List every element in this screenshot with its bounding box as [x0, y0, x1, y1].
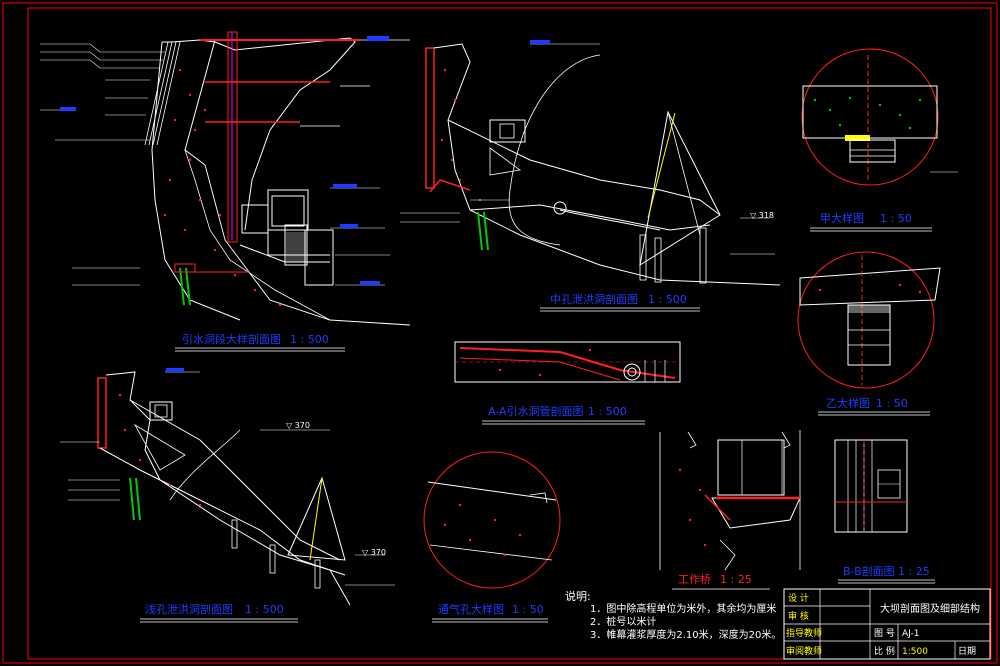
- notes: 说明: 1．图中除高程单位为米外，其余均为厘米 2．桩号以米计 3．帷幕灌浆厚度…: [565, 589, 781, 641]
- scale-section-bb: 1 : 25: [898, 565, 930, 578]
- title-section-shallow: 浅孔泄洪洞剖面图: [145, 602, 233, 616]
- inner-border: [27, 7, 992, 660]
- title-detail-yi: 乙大样图: [826, 396, 870, 410]
- tb-label-date: 日期: [958, 646, 976, 657]
- notes-heading: 说明:: [565, 589, 591, 603]
- detail-vent: [423, 451, 561, 589]
- title-detail-jia: 甲大样图: [820, 211, 864, 225]
- scale-section-diversion: 1 : 500: [290, 333, 329, 346]
- section-diversion: [40, 31, 411, 326]
- section-bb: [834, 439, 908, 533]
- section-aa: [454, 341, 681, 383]
- elevation-318: ▽ 318: [750, 211, 774, 220]
- elevation-370-a: ▽ 370: [286, 421, 310, 430]
- scale-detail-vent: 1 : 50: [512, 603, 544, 616]
- elevation-370-b: ▽ 370: [362, 548, 386, 557]
- tb-scale: 1:500: [902, 647, 928, 657]
- detail-bridge: [659, 430, 801, 571]
- scale-section-middle: 1 : 500: [648, 293, 687, 306]
- title-block: [783, 588, 991, 660]
- tb-drawing-name: 大坝剖面图及细部结构: [880, 602, 980, 615]
- tb-label-scale: 比 例: [874, 645, 895, 657]
- title-detail-vent: 通气孔大样图: [438, 602, 504, 616]
- title-detail-bridge: 工作桥: [678, 573, 711, 586]
- detail-jia: [801, 48, 958, 186]
- scale-section-aa: 1 : 500: [588, 405, 627, 418]
- title-section-bb: B-B剖面图: [843, 564, 895, 578]
- scale-section-shallow: 1 : 500: [245, 603, 284, 616]
- section-middle: [400, 40, 781, 286]
- note-item-2: 2．桩号以米计: [590, 615, 656, 628]
- tb-label-sheet: 图 号: [874, 628, 895, 639]
- detail-yi: [797, 251, 941, 389]
- scale-detail-yi: 1 : 50: [876, 397, 908, 410]
- tb-label-check: 审 核: [788, 610, 809, 622]
- scale-detail-bridge: 1 : 25: [720, 573, 752, 586]
- title-section-aa: A-A引水洞管剖面图: [488, 404, 584, 418]
- title-section-diversion: 引水洞段大样剖面图: [182, 332, 281, 346]
- tb-sheet-no: AJ-1: [902, 629, 919, 639]
- tb-label-supervisor: 指导教师: [786, 627, 822, 639]
- note-item-3: 3．帷幕灌浆厚度为2.10米，深度为20米。: [590, 628, 781, 641]
- note-item-1: 1．图中除高程单位为米外，其余均为厘米: [590, 602, 776, 615]
- tb-label-approve: 审阅教师: [786, 645, 822, 657]
- scale-detail-jia: 1 : 50: [880, 212, 912, 225]
- section-shallow: [60, 368, 395, 606]
- tb-label-design: 设 计: [788, 592, 809, 604]
- title-section-middle: 中孔泄洪洞剖面图: [550, 292, 638, 306]
